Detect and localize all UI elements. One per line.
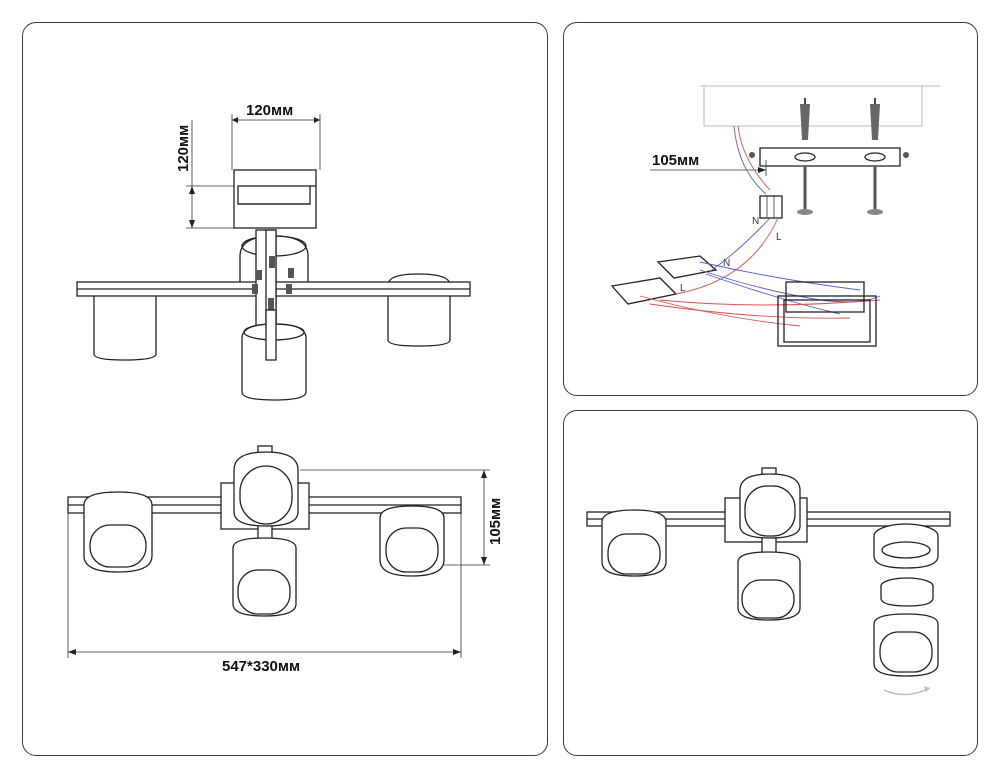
wall-anchor-icon — [800, 98, 880, 140]
mounting-diagram: 105мм N L N L — [610, 85, 940, 347]
wire-connector-icon — [610, 255, 718, 305]
screw-icon — [797, 166, 883, 215]
wire-label-l: L — [776, 232, 782, 243]
wire-label-l2: L — [680, 283, 686, 294]
rotate-arrow-icon — [883, 687, 931, 696]
wire-label-n: N — [752, 216, 759, 227]
dim-overall-size: 547*330мм — [222, 658, 300, 675]
assembly-diagram — [586, 467, 951, 696]
screw-icon — [252, 256, 294, 310]
dim-box-height: 120мм — [175, 125, 192, 172]
fixture-perspective-view: 120мм 120мм — [76, 102, 471, 401]
dim-fixture-height: 105мм — [487, 498, 504, 545]
wire-connector-icon — [759, 195, 783, 219]
dim-mount-offset: 105мм — [652, 152, 699, 169]
wire-label-n2: N — [723, 258, 730, 269]
fixture-plan-view: 105мм 547*330мм — [67, 445, 504, 675]
dim-box-width: 120мм — [246, 102, 293, 119]
